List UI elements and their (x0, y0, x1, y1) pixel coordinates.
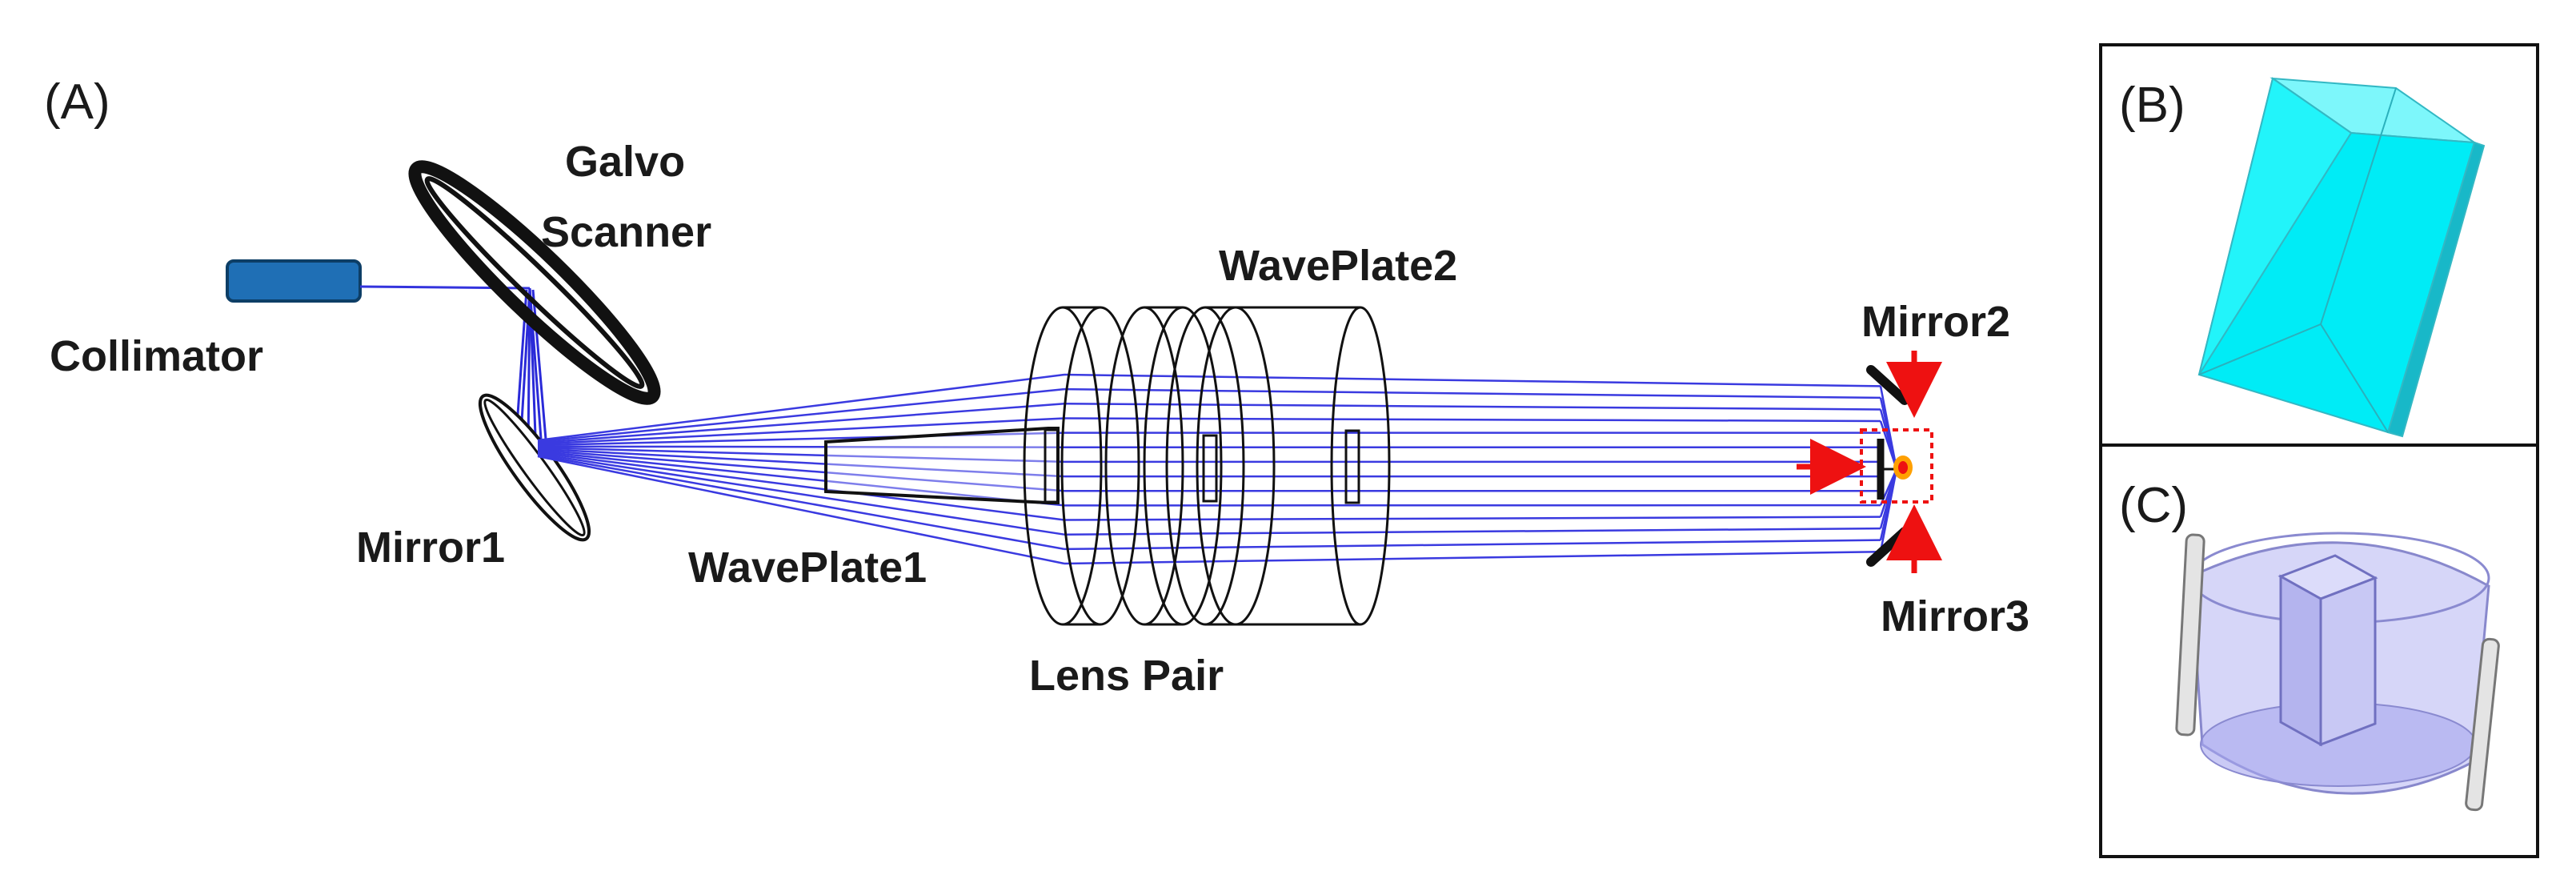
panel-label-b: (B) (2119, 78, 2185, 133)
sample-highlight-box (1860, 428, 1933, 504)
fan-ray (537, 454, 1065, 551)
fan-ray (537, 452, 1065, 536)
mirror3-label: Mirror3 (1881, 592, 2029, 640)
fan-ray (537, 452, 1065, 521)
scanned-ray-fan (537, 373, 1065, 565)
fan-ray (537, 455, 1065, 565)
fan-ray (537, 373, 1065, 442)
collimated-ray-bundle (1064, 373, 1898, 565)
mirror3 (1866, 527, 1909, 567)
fan-ray (537, 449, 1065, 492)
sample-holder-3d (2175, 532, 2500, 812)
crystal-prism (2197, 77, 2486, 438)
waveplate2-label: WavePlate2 (1219, 242, 1457, 290)
excitation-arrows (1797, 351, 1942, 573)
fan-ray (537, 445, 1065, 449)
collimator-body (226, 259, 362, 303)
lens-pair-label: Lens Pair (1029, 652, 1224, 700)
fan-ray (537, 431, 1065, 447)
mirror2-label: Mirror2 (1861, 298, 2010, 346)
lens-pair (1023, 306, 1391, 626)
panel-label-a: (A) (44, 74, 110, 130)
waveplate1-label: WavePlate1 (688, 544, 927, 592)
fan-ray (537, 446, 1065, 464)
galvo-label-line1: Galvo (565, 138, 685, 186)
collimated-ray (1064, 417, 1881, 423)
collimated-ray (1064, 539, 1881, 551)
panel-label-c: (C) (2119, 478, 2188, 533)
fan-ray (537, 448, 1065, 478)
fan-ray (537, 403, 1065, 444)
collimated-ray (1064, 527, 1881, 536)
galvo-label-line2: Scanner (541, 208, 711, 256)
waveplate1 (824, 427, 1060, 504)
fan-ray (537, 387, 1065, 443)
galvo-scanner (408, 160, 661, 405)
collimated-ray (1064, 373, 1881, 387)
sample-region (1860, 428, 1933, 504)
fan-ray (537, 450, 1065, 507)
collimator-label: Collimator (50, 332, 263, 380)
collimated-ray (1064, 403, 1881, 411)
collimated-ray (1064, 516, 1881, 521)
collimated-ray (1064, 550, 1881, 565)
mirror1-label: Mirror1 (356, 524, 505, 572)
collimated-ray (1064, 387, 1881, 399)
mirror2 (1866, 365, 1909, 405)
fan-ray (537, 417, 1065, 445)
